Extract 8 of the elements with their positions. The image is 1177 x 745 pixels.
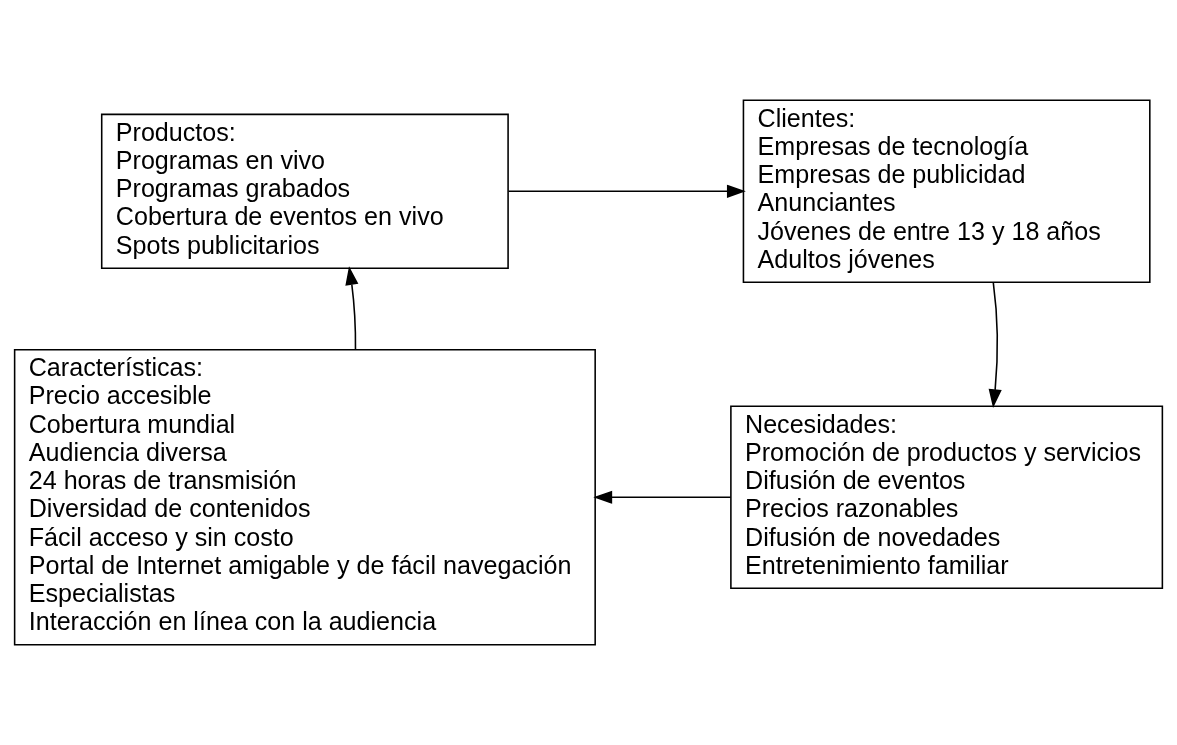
- node-box: Clientes: Empresas de tecnología Empresas de publicidad Anunciantes Jóvenes de entre 13 y 18 años Adultos jóvenes: [742, 99, 1151, 284]
- arrow: [345, 266, 359, 351]
- node-box: Productos: Programas en vivo Programas grabados Cobertura de eventos en vivo Spots publicitarios: [100, 113, 509, 269]
- node-box: Necesidades: Promoción de productos y servicios Difusión de eventos Precios razonables Difusión de novedades Entretenimiento familiar: [730, 405, 1164, 590]
- arrow: [507, 184, 746, 198]
- arrow: [988, 281, 1002, 409]
- arrow: [593, 490, 732, 504]
- node-box: Características: Precio accesible Cobertura mundial Audiencia diversa 24 horas de transmisión Diversidad de contenidos Fácil acceso y sin costo Portal de Internet amigable y de fácil navegación Especialistas Interacción en línea con la audiencia: [13, 348, 596, 646]
